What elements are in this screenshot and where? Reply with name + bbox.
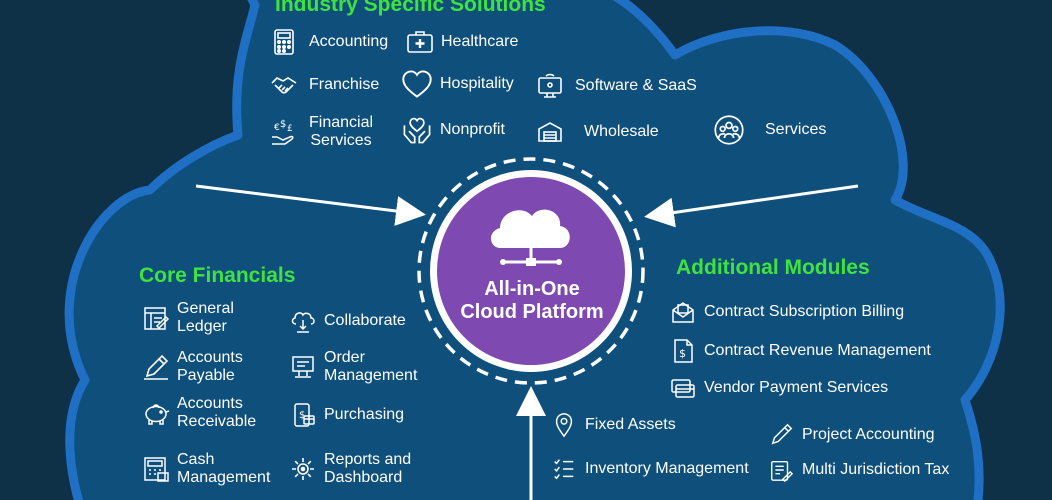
core-heading: Core Financials	[139, 264, 296, 287]
industry-item-financial-services: €$£ Financial Services	[269, 114, 373, 150]
industry-item-label: Healthcare	[441, 33, 519, 50]
additional-item-vendor-payment-services: Vendor Payment Services	[668, 373, 888, 403]
heart-icon	[400, 69, 434, 99]
order-screen-icon	[288, 352, 318, 382]
center-circle	[437, 177, 625, 365]
additional-item-fixed-assets: Fixed Assets	[551, 410, 676, 440]
svg-text:$: $	[280, 119, 286, 130]
additional-item-project-accounting: Project Accounting	[768, 420, 935, 450]
cloud-network-icon	[490, 209, 570, 266]
industry-item-wholesale: Wholesale	[535, 117, 659, 147]
arrow-from-industry-left	[195, 184, 426, 226]
additional-item-contract-subscription-billing: Contract Subscription Billing	[668, 297, 904, 327]
gear-report-icon	[288, 454, 318, 484]
additional-item-label: Fixed Assets	[585, 416, 676, 433]
center-title: All-in-One Cloud Platform	[460, 278, 604, 323]
core-item-order-management: Order Management	[288, 349, 417, 385]
handshake-icon	[269, 70, 299, 100]
additional-heading: Additional Modules	[676, 256, 870, 279]
piggy-bank-icon	[141, 398, 171, 428]
cloud-sync-icon	[288, 306, 318, 336]
envelope-icon	[668, 297, 698, 327]
core-item-label: General Ledger	[177, 300, 234, 335]
svg-text:$: $	[679, 347, 686, 360]
medical-kit-icon	[405, 27, 435, 57]
additional-item-label: Multi Jurisdiction Tax	[802, 461, 950, 478]
core-item-collaborate: Collaborate	[288, 306, 406, 336]
svg-text:£: £	[287, 124, 293, 134]
industry-item-franchise: Franchise	[269, 70, 379, 100]
core-item-accounts-payable: Accounts Payable	[141, 349, 243, 385]
industry-item-hospitality: Hospitality	[400, 69, 514, 99]
industry-item-services: Services	[713, 115, 826, 145]
pencil-icon	[768, 420, 794, 450]
warehouse-icon	[535, 117, 565, 147]
payment-cards-icon	[668, 373, 698, 403]
arrow-from-industry-right	[644, 184, 859, 228]
computer-icon	[535, 71, 565, 101]
industry-item-label: Franchise	[309, 76, 380, 93]
tax-document-icon	[768, 455, 794, 485]
core-item-accounts-receivable: Accounts Receivable	[141, 395, 256, 431]
svg-text:$: $	[299, 410, 305, 421]
core-item-purchasing: $ Purchasing	[288, 400, 404, 430]
core-item-cash-management: Cash Management	[141, 451, 270, 487]
industry-item-nonprofit: Nonprofit	[400, 115, 505, 145]
additional-item-label: Contract Revenue Management	[704, 342, 931, 359]
core-item-reports-dashboard: Reports and Dashboard	[288, 451, 411, 487]
industry-item-label: Software & SaaS	[575, 77, 697, 94]
industry-item-label: Hospitality	[440, 75, 514, 92]
core-item-label: Accounts Receivable	[177, 395, 257, 430]
hands-heart-icon	[400, 115, 434, 145]
calculator-icon	[269, 27, 299, 57]
core-item-label: Reports and Dashboard	[324, 451, 412, 486]
core-item-label: Accounts Payable	[177, 349, 243, 384]
core-item-label: Collaborate	[324, 312, 406, 329]
ledger-icon	[141, 303, 171, 333]
svg-text:€: €	[274, 123, 280, 133]
location-pin-icon	[551, 410, 577, 440]
money-hand-icon: €$£	[269, 117, 299, 147]
dollar-document-icon: $	[668, 336, 698, 366]
additional-item-label: Contract Subscription Billing	[704, 303, 905, 320]
industry-heading: Industry Specific Solutions	[275, 0, 546, 16]
core-item-label: Order Management	[324, 349, 418, 384]
industry-item-accounting: Accounting	[269, 27, 388, 57]
additional-item-label: Inventory Management	[585, 460, 749, 477]
industry-item-label: Nonprofit	[440, 121, 505, 138]
industry-item-label: Wholesale	[584, 123, 659, 140]
people-group-icon	[713, 115, 745, 145]
cash-register-icon	[141, 454, 171, 484]
pen-icon	[141, 352, 171, 382]
industry-item-label: Accounting	[309, 33, 389, 50]
additional-item-contract-revenue-management: $ Contract Revenue Management	[668, 336, 931, 366]
purchase-card-icon: $	[288, 400, 318, 430]
core-item-label: Cash Management	[177, 451, 271, 486]
industry-item-label: Services	[765, 121, 827, 138]
checklist-icon	[551, 454, 577, 484]
industry-item-healthcare: Healthcare	[405, 27, 518, 57]
additional-item-label: Project Accounting	[802, 426, 935, 443]
core-item-label: Purchasing	[324, 406, 405, 423]
center-dashed-ring	[417, 157, 645, 385]
additional-item-label: Vendor Payment Services	[704, 379, 889, 396]
additional-item-inventory-management: Inventory Management	[551, 454, 749, 484]
industry-item-software-saas: Software & SaaS	[535, 71, 697, 101]
additional-item-multi-jurisdiction-tax: Multi Jurisdiction Tax	[768, 455, 949, 485]
core-item-general-ledger: General Ledger	[141, 300, 234, 336]
industry-item-label: Financial Services	[309, 114, 374, 149]
